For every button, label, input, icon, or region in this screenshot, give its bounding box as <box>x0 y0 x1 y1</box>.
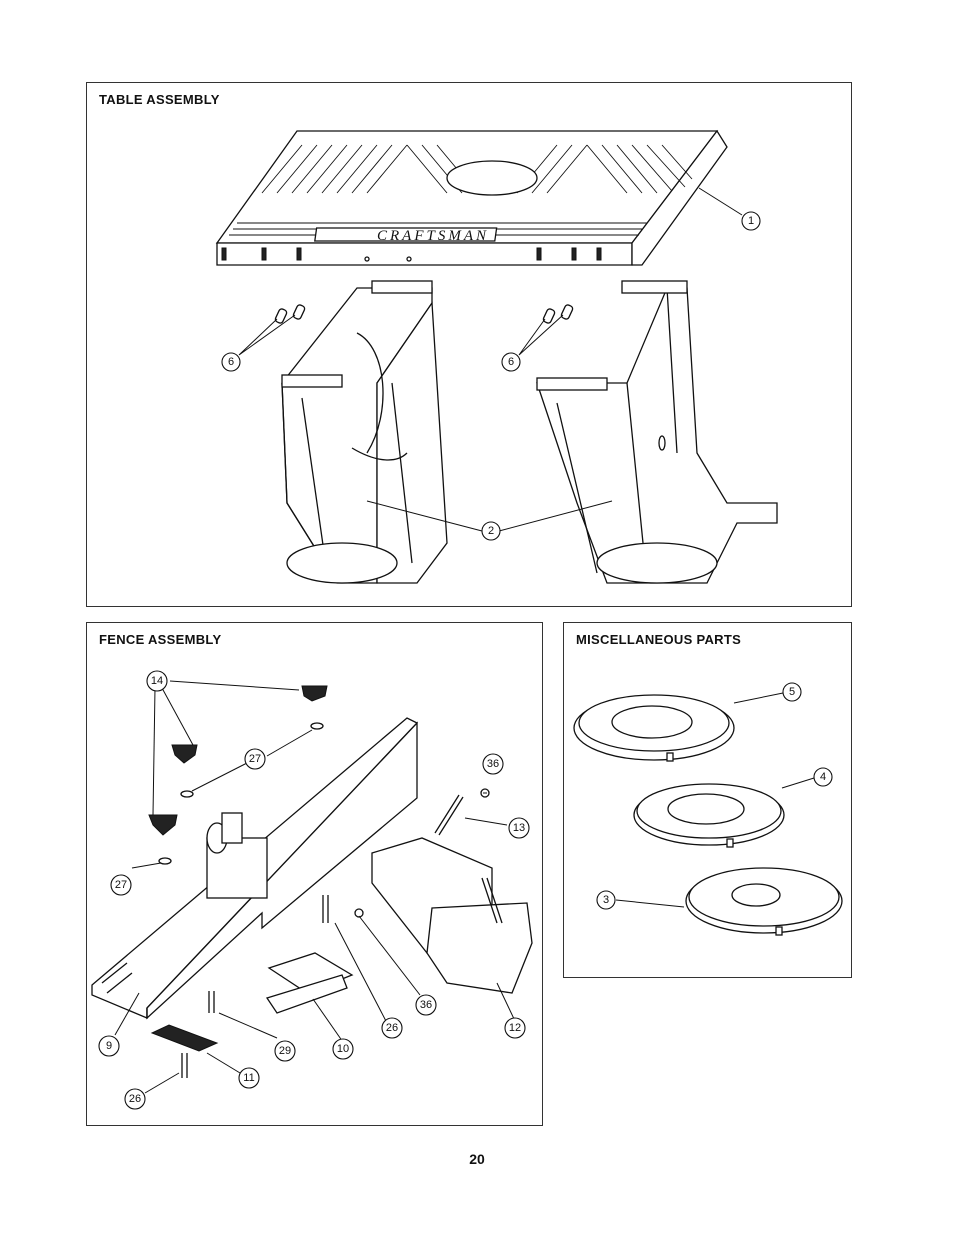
callout-12: 12 <box>504 1017 526 1039</box>
callout-4: 4 <box>813 767 833 787</box>
callout-26-lower: 26 <box>124 1088 146 1110</box>
callout-36-upper: 36 <box>482 753 504 775</box>
left-leg-illustration <box>281 280 448 584</box>
craftsman-logo: CRAFTSMAN <box>377 228 489 244</box>
fence-assembly-title: FENCE ASSEMBLY <box>99 632 222 647</box>
svg-text:9: 9 <box>106 1040 112 1052</box>
callout-11: 11 <box>238 1067 260 1089</box>
svg-text:27: 27 <box>249 753 261 765</box>
leveling-feet-illustration <box>274 304 574 324</box>
svg-text:1: 1 <box>748 215 754 227</box>
svg-text:4: 4 <box>820 771 826 783</box>
svg-text:29: 29 <box>279 1045 291 1057</box>
callout-36-lower: 36 <box>415 994 437 1016</box>
svg-text:2: 2 <box>488 525 494 537</box>
table-insert-3-illustration <box>685 867 843 936</box>
table-insert-5-illustration <box>573 694 735 762</box>
fence-assembly-diagram: 14 27 27 36 13 9 29 10 26 36 12 11 26 <box>91 670 533 1110</box>
callout-1: 1 <box>741 211 761 231</box>
callout-10: 10 <box>332 1038 354 1060</box>
knob-illustration <box>148 685 328 836</box>
callout-26-upper: 26 <box>381 1017 403 1039</box>
callout-29: 29 <box>274 1040 296 1062</box>
callout-13: 13 <box>508 817 530 839</box>
svg-text:6: 6 <box>228 356 234 368</box>
table-assembly-title: TABLE ASSEMBLY <box>99 92 220 107</box>
fence-body-illustration <box>91 717 419 1020</box>
callout-27-upper: 27 <box>244 748 266 770</box>
callout-9: 9 <box>98 1035 120 1057</box>
svg-text:36: 36 <box>487 758 499 770</box>
svg-text:36: 36 <box>420 999 432 1011</box>
svg-text:13: 13 <box>513 822 525 834</box>
table-assembly-diagram: CRAFTSMAN <box>215 129 778 584</box>
callout-6-right: 6 <box>501 352 521 372</box>
svg-text:6: 6 <box>508 356 514 368</box>
callout-6-left: 6 <box>221 352 241 372</box>
clamp-plate-illustration <box>150 1024 219 1052</box>
table-top-illustration: CRAFTSMAN <box>215 129 728 266</box>
svg-text:3: 3 <box>603 894 609 906</box>
svg-text:11: 11 <box>243 1072 254 1084</box>
callout-3: 3 <box>596 890 616 910</box>
callout-2: 2 <box>481 521 501 541</box>
svg-text:12: 12 <box>509 1022 521 1034</box>
svg-text:10: 10 <box>337 1043 349 1055</box>
svg-text:14: 14 <box>151 675 163 687</box>
callout-5: 5 <box>782 682 802 702</box>
right-leg-illustration <box>536 280 778 584</box>
svg-text:5: 5 <box>789 686 795 698</box>
washers-illustration <box>158 722 490 1078</box>
table-assembly-panel: TABLE ASSEMBLY CRAFTSMAN <box>86 82 852 607</box>
lock-bar-illustration <box>265 952 354 1014</box>
fence-assembly-panel: FENCE ASSEMBLY <box>86 622 543 1126</box>
svg-text:26: 26 <box>386 1022 398 1034</box>
page-number: 20 <box>469 1151 485 1167</box>
fence-clamp-illustration <box>371 837 533 994</box>
misc-parts-panel: MISCELLANEOUS PARTS 5 4 3 <box>563 622 852 978</box>
misc-parts-diagram: 5 4 3 <box>573 682 843 936</box>
fence-leaders <box>114 680 516 1094</box>
callout-27-lower: 27 <box>110 874 132 896</box>
svg-text:27: 27 <box>115 879 127 891</box>
callout-14: 14 <box>146 670 168 692</box>
table-insert-4-illustration <box>633 783 785 848</box>
misc-parts-title: MISCELLANEOUS PARTS <box>576 632 742 647</box>
svg-text:26: 26 <box>129 1093 141 1105</box>
